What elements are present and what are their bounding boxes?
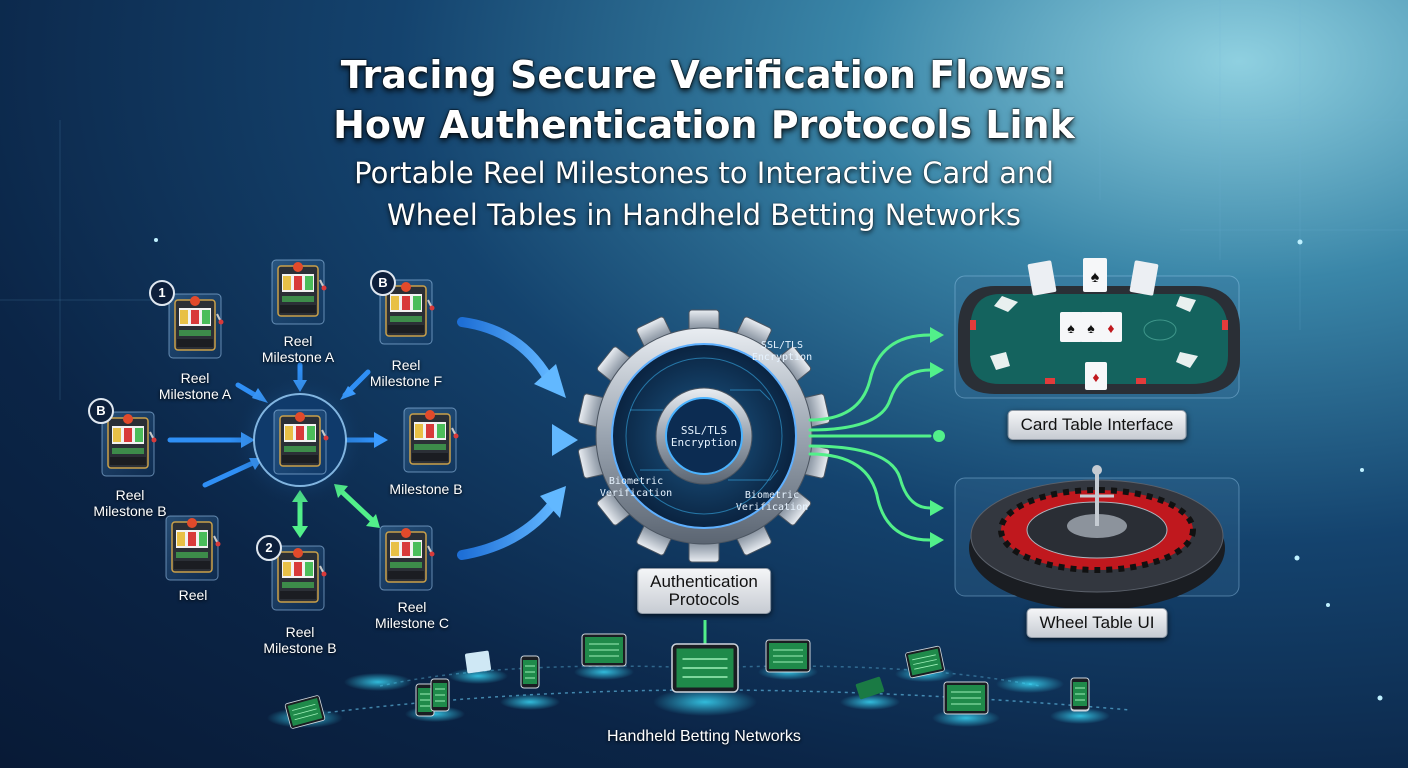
big-blue-arrowheads xyxy=(534,364,578,518)
green-flow-lines xyxy=(808,333,932,542)
badge-1: 1 xyxy=(149,280,175,306)
card-table-label: Card Table Interface xyxy=(1007,410,1187,440)
slot-machine-reel-milestone-c xyxy=(379,525,436,591)
svg-text:♠: ♠ xyxy=(1067,320,1075,336)
svg-text:♠: ♠ xyxy=(1091,269,1100,286)
slot-machine-reel-milestone-b-left xyxy=(101,411,158,477)
subtitle-line-1: Portable Reel Milestones to Interactive … xyxy=(354,156,1054,190)
slot-machine-reel-milestone-b-bottom xyxy=(271,545,328,611)
label-milestone-b-right: Milestone B xyxy=(389,481,463,497)
wheel-table-label: Wheel Table UI xyxy=(1026,608,1168,638)
subtitle-line-2: Wheel Tables in Handheld Betting Network… xyxy=(387,198,1021,232)
authentication-gear xyxy=(577,309,831,563)
reel-hub xyxy=(230,370,370,510)
slot-machine-reel-milestone-a-top xyxy=(271,259,328,325)
title-line-1: Tracing Secure Verification Flows: xyxy=(340,53,1068,97)
badge-b-left: B xyxy=(88,398,114,424)
slot-machine-milestone-b-right xyxy=(403,407,460,473)
background-grid xyxy=(0,0,1408,400)
svg-text:♦: ♦ xyxy=(1092,369,1099,385)
label-reel-bottom: Reel xyxy=(178,587,208,603)
title-block: Tracing Secure Verification Flows: How A… xyxy=(0,50,1408,236)
green-flow-arrowheads xyxy=(930,327,944,548)
svg-text:♠: ♠ xyxy=(1087,320,1095,336)
title-line-2: How Authentication Protocols Link xyxy=(333,103,1075,147)
card-table: ♠ ♠ ♠ ♦ ♦ xyxy=(954,258,1240,399)
slot-machine-reel-milestone-a-left xyxy=(168,293,225,359)
handheld-networks-label: Handheld Betting Networks xyxy=(607,728,801,745)
slot-machine-reel-bottom xyxy=(165,515,222,581)
badge-2: 2 xyxy=(256,535,282,561)
handheld-network xyxy=(267,620,1131,730)
flow-node-dot xyxy=(933,430,945,442)
badge-b-top: B xyxy=(370,270,396,296)
wheel-table xyxy=(954,465,1240,610)
big-blue-arrows xyxy=(457,317,560,560)
svg-text:♦: ♦ xyxy=(1107,320,1114,336)
